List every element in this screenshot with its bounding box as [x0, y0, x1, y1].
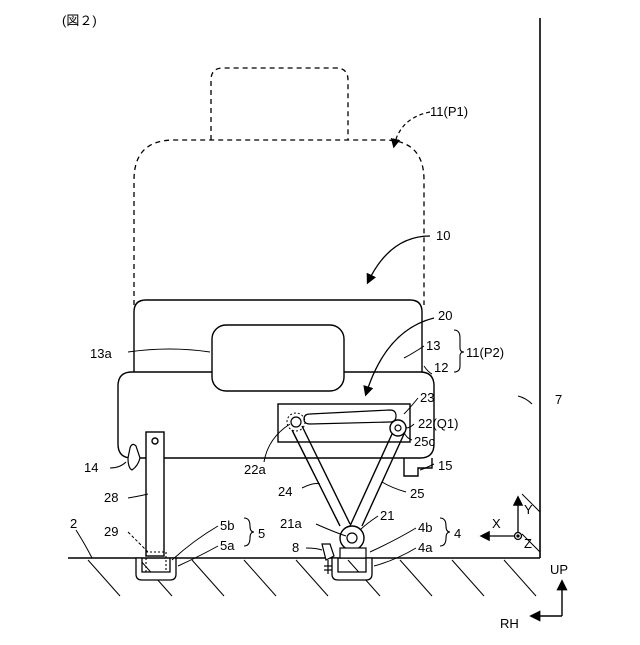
- leg-28: [146, 432, 164, 556]
- label-rh: RH: [500, 616, 519, 631]
- label-axis-x: X: [492, 516, 501, 531]
- label-5a: 5a: [220, 538, 235, 553]
- label-21: 21: [380, 508, 394, 523]
- label-13a: 13a: [90, 346, 112, 361]
- figure-caption: (図２): [62, 10, 97, 29]
- label-15: 15: [438, 458, 452, 473]
- lock-21: [340, 526, 366, 558]
- label-4b: 4b: [418, 520, 432, 535]
- label-7: 7: [555, 392, 562, 407]
- label-11-p2: 11(P2): [466, 345, 504, 360]
- label-8: 8: [292, 540, 299, 555]
- label-28: 28: [104, 490, 118, 505]
- arrow-11-p1: [394, 112, 430, 146]
- label-25: 25: [410, 486, 424, 501]
- label-22-q1: 22(Q1): [418, 416, 458, 431]
- seat-p1-dashed: [134, 68, 424, 305]
- brace-11-p2: [454, 330, 464, 372]
- label-2: 2: [70, 516, 77, 531]
- xyz-axes: [482, 498, 522, 540]
- label-21a: 21a: [280, 516, 302, 531]
- label-29: 29: [104, 524, 118, 539]
- label-axis-z: Z: [524, 536, 532, 551]
- label-22a: 22a: [244, 462, 266, 477]
- label-23: 23: [420, 390, 434, 405]
- up-rh-axes: [532, 582, 562, 616]
- label-5: 5: [258, 526, 265, 541]
- label-11-p1: 11(P1): [430, 104, 468, 119]
- label-12: 12: [434, 360, 448, 375]
- label-24: 24: [278, 484, 292, 499]
- brace-5: [244, 518, 254, 546]
- striker-4: [332, 558, 372, 580]
- label-14: 14: [84, 460, 98, 475]
- striker-5: [136, 558, 176, 580]
- label-4a: 4a: [418, 540, 433, 555]
- label-5b: 5b: [220, 518, 234, 533]
- label-25c: 25c: [414, 434, 435, 449]
- label-13: 13: [426, 338, 440, 353]
- label-4: 4: [454, 526, 461, 541]
- seat-p2: [118, 300, 434, 458]
- label-20: 20: [438, 308, 452, 323]
- label-up: UP: [550, 562, 568, 577]
- brace-4: [440, 518, 450, 546]
- label-axis-y: Y: [524, 502, 533, 517]
- label-10: 10: [436, 228, 450, 243]
- arrow-10: [368, 236, 430, 282]
